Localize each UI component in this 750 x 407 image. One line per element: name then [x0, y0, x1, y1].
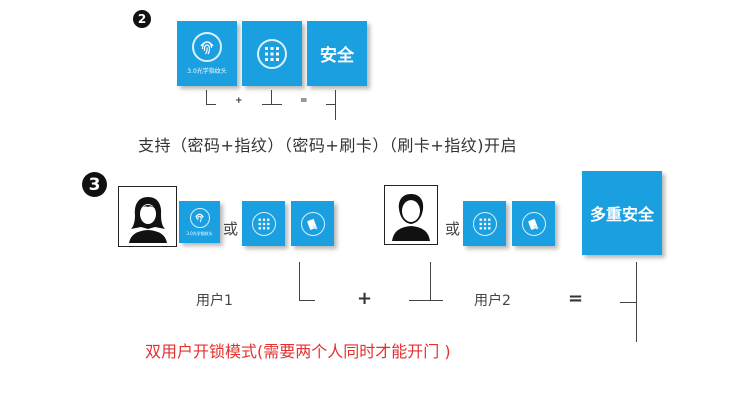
connector-line [636, 262, 637, 342]
equals-operator: = [568, 288, 584, 309]
fingerprint-caption: 3.0光学指纹头 [186, 230, 213, 236]
fingerprint-icon [189, 207, 210, 228]
connector-line [206, 104, 216, 105]
user-1-label: 用户1 [196, 293, 233, 309]
fingerprint-icon [192, 32, 222, 62]
or-label: 或 [223, 220, 239, 238]
user-2-label: 用户2 [474, 293, 511, 309]
multi-security-tile: 多重安全 [582, 171, 662, 255]
female-user-icon [118, 186, 177, 247]
connector-line [299, 262, 300, 300]
fingerprint-tile: 3.0光学指纹头 [179, 201, 220, 243]
step-2-badge: 2 [133, 10, 151, 28]
fingerprint-tile: 3.0光学指纹头 [177, 21, 237, 86]
connector-line [206, 90, 207, 105]
keypad-icon [472, 211, 497, 236]
security-tile: 安全 [307, 21, 367, 86]
security-label: 安全 [320, 46, 354, 66]
fingerprint-caption: 3.0光学指纹头 [187, 68, 227, 75]
male-user-icon [384, 185, 438, 245]
connector-line [326, 104, 336, 105]
multi-security-label: 多重安全 [589, 205, 654, 224]
support-text: 支持（密码+指纹）（密码+刷卡）（刷卡+指纹)开启 [138, 136, 517, 155]
equals-operator: = [300, 96, 308, 106]
connector-line [409, 300, 443, 301]
connector-line [299, 300, 315, 301]
card-swipe-icon [521, 211, 546, 236]
keypad-icon [251, 211, 276, 236]
keypad-icon [257, 38, 287, 69]
plus-operator: + [357, 288, 373, 309]
dual-user-note: 双用户开锁模式(需要两个人同时才能开门 ) [145, 342, 451, 361]
keypad-tile [242, 21, 302, 86]
connector-line [430, 262, 431, 300]
connector-line [271, 90, 272, 105]
connector-line [335, 90, 336, 120]
connector-line [262, 104, 282, 105]
plus-operator: + [235, 96, 243, 106]
card-swipe-icon [300, 211, 325, 236]
card-tile [291, 201, 334, 246]
connector-line [620, 302, 637, 303]
keypad-tile [463, 201, 506, 246]
keypad-tile [242, 201, 285, 246]
card-tile [512, 201, 555, 246]
or-label: 或 [445, 220, 461, 238]
step-3-badge: 3 [82, 172, 107, 197]
